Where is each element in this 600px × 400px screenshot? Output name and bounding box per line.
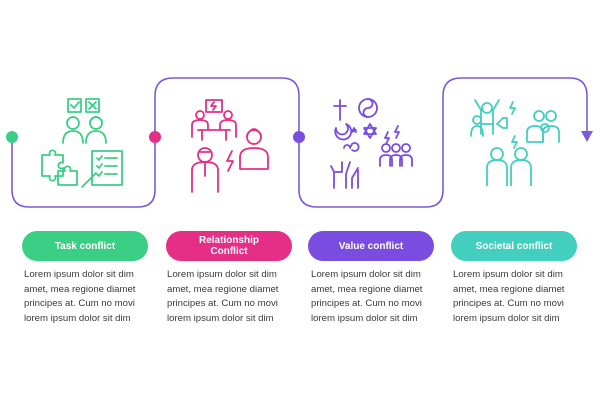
task-conflict-label: Task conflict: [54, 240, 116, 252]
value-conflict-label: Value conflict: [338, 240, 404, 252]
task-dot: [6, 131, 18, 143]
societal-conflict-pill: Societal conflict: [451, 231, 577, 261]
value-dot: [293, 131, 305, 143]
relationship-dot: [149, 131, 161, 143]
relationship-conflict-label: Relationship Conflict: [198, 235, 259, 257]
arrow-head-icon: [581, 131, 593, 142]
value-conflict-pill: Value conflict: [308, 231, 434, 261]
task-conflict-pill: Task conflict: [22, 231, 148, 261]
societal-conflict-description: Lorem ipsum dolor sit dim amet, mea regi…: [453, 269, 565, 324]
societal-conflict-label: Societal conflict: [475, 240, 553, 252]
relationship-conflict-description: Lorem ipsum dolor sit dim amet, mea regi…: [167, 269, 279, 324]
societal-conflict-icon: [470, 99, 560, 186]
value-conflict-icon: [330, 98, 413, 189]
task-conflict-description: Lorem ipsum dolor sit dim amet, mea regi…: [24, 269, 136, 324]
relationship-conflict-pill: Relationship Conflict: [166, 231, 292, 261]
relationship-conflict-icon: [191, 99, 269, 193]
task-conflict-icon: [41, 98, 123, 188]
value-conflict-description: Lorem ipsum dolor sit dim amet, mea regi…: [311, 269, 423, 324]
flow-connector: [6, 77, 593, 208]
